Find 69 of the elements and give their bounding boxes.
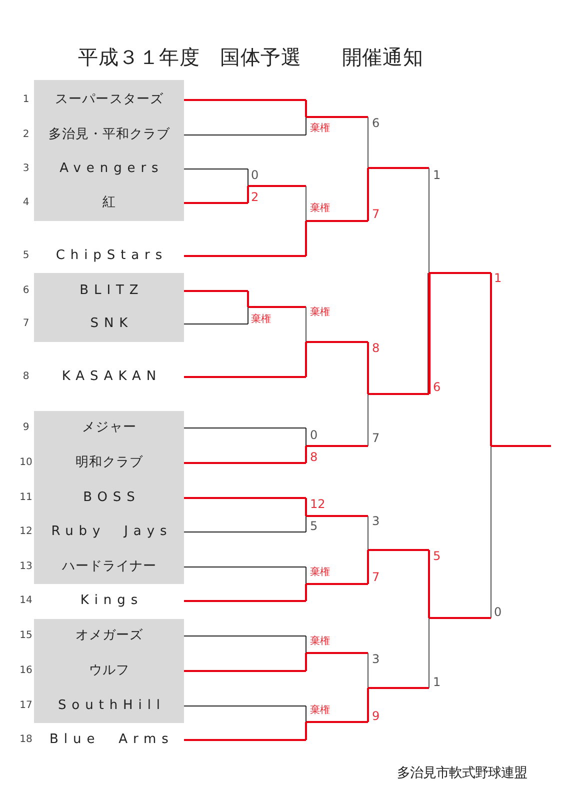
team-name: BLITZ [78,283,144,299]
seed-number: 2 [22,129,30,141]
score: 0 [251,168,259,182]
seed-number: 10 [20,457,32,469]
team-name: Avengers [58,161,164,177]
score: 6 [433,380,441,394]
forfeit-note: 棄権 [310,203,330,215]
seed-number: 3 [22,163,30,175]
forfeit-note: 棄権 [310,636,330,648]
score: 3 [372,514,380,528]
score: 7 [372,431,380,445]
organizer-name: 多治見市軟式野球連盟 [397,766,527,782]
score: 5 [433,549,441,563]
team-name: 多治見・平和クラブ [48,127,170,143]
team-name: メジャー [82,420,136,436]
team-name: ウルフ [88,663,130,679]
forfeit-note: 棄権 [310,567,330,579]
score: 7 [372,570,380,584]
seed-number: 16 [20,665,32,677]
forfeit-note: 棄権 [310,307,330,319]
group-panel [34,619,184,723]
score: 1 [494,271,502,285]
score: 7 [372,207,380,221]
score: 0 [494,605,502,619]
seed-number: 11 [20,492,32,504]
team-name: BOSS [82,490,140,506]
seed-number: 15 [20,630,32,642]
team-name: ハードライナー [61,559,157,575]
group-panel [34,80,184,221]
forfeit-note: 棄権 [251,314,271,326]
forfeit-note: 棄権 [310,705,330,717]
score: 5 [310,519,318,533]
team-name: オメガーズ [74,628,144,644]
seed-number: 18 [20,734,32,746]
team-name: Blue Arms [48,732,174,748]
group-panel [34,273,184,342]
score: 12 [310,497,326,511]
score: 1 [433,675,441,689]
score: 8 [310,450,318,464]
seed-number: 17 [20,700,32,712]
team-name: Ruby Jays [50,524,172,540]
team-name: SNK [89,316,134,332]
group-panel [34,411,184,584]
score: 3 [372,652,380,666]
score: 0 [310,428,318,442]
seed-number: 1 [22,94,30,106]
title: 平成３１年度 国体予選 開催通知 [78,44,424,70]
seed-number: 13 [20,561,32,573]
team-name: KASAKAN [60,369,162,385]
team-name: 明和クラブ [74,455,144,471]
team-name: SouthHill [56,698,166,714]
seed-number: 12 [20,526,32,538]
forfeit-note: 棄権 [310,123,330,135]
team-name: Kings [79,593,144,609]
seed-number: 14 [20,595,32,607]
seed-number: 4 [22,197,30,209]
score: 6 [372,116,380,130]
team-name: スーパースターズ [54,92,164,108]
seed-number: 8 [22,371,30,383]
team-name: 紅 [102,195,116,211]
score: 1 [433,168,441,182]
seed-number: 7 [22,318,30,330]
score: 9 [372,709,380,723]
team-name: ChipStars [54,248,168,264]
seed-number: 9 [22,422,30,434]
score: 8 [372,341,380,355]
seed-number: 6 [22,285,30,297]
seed-number: 5 [22,250,30,262]
score: 2 [251,190,259,204]
